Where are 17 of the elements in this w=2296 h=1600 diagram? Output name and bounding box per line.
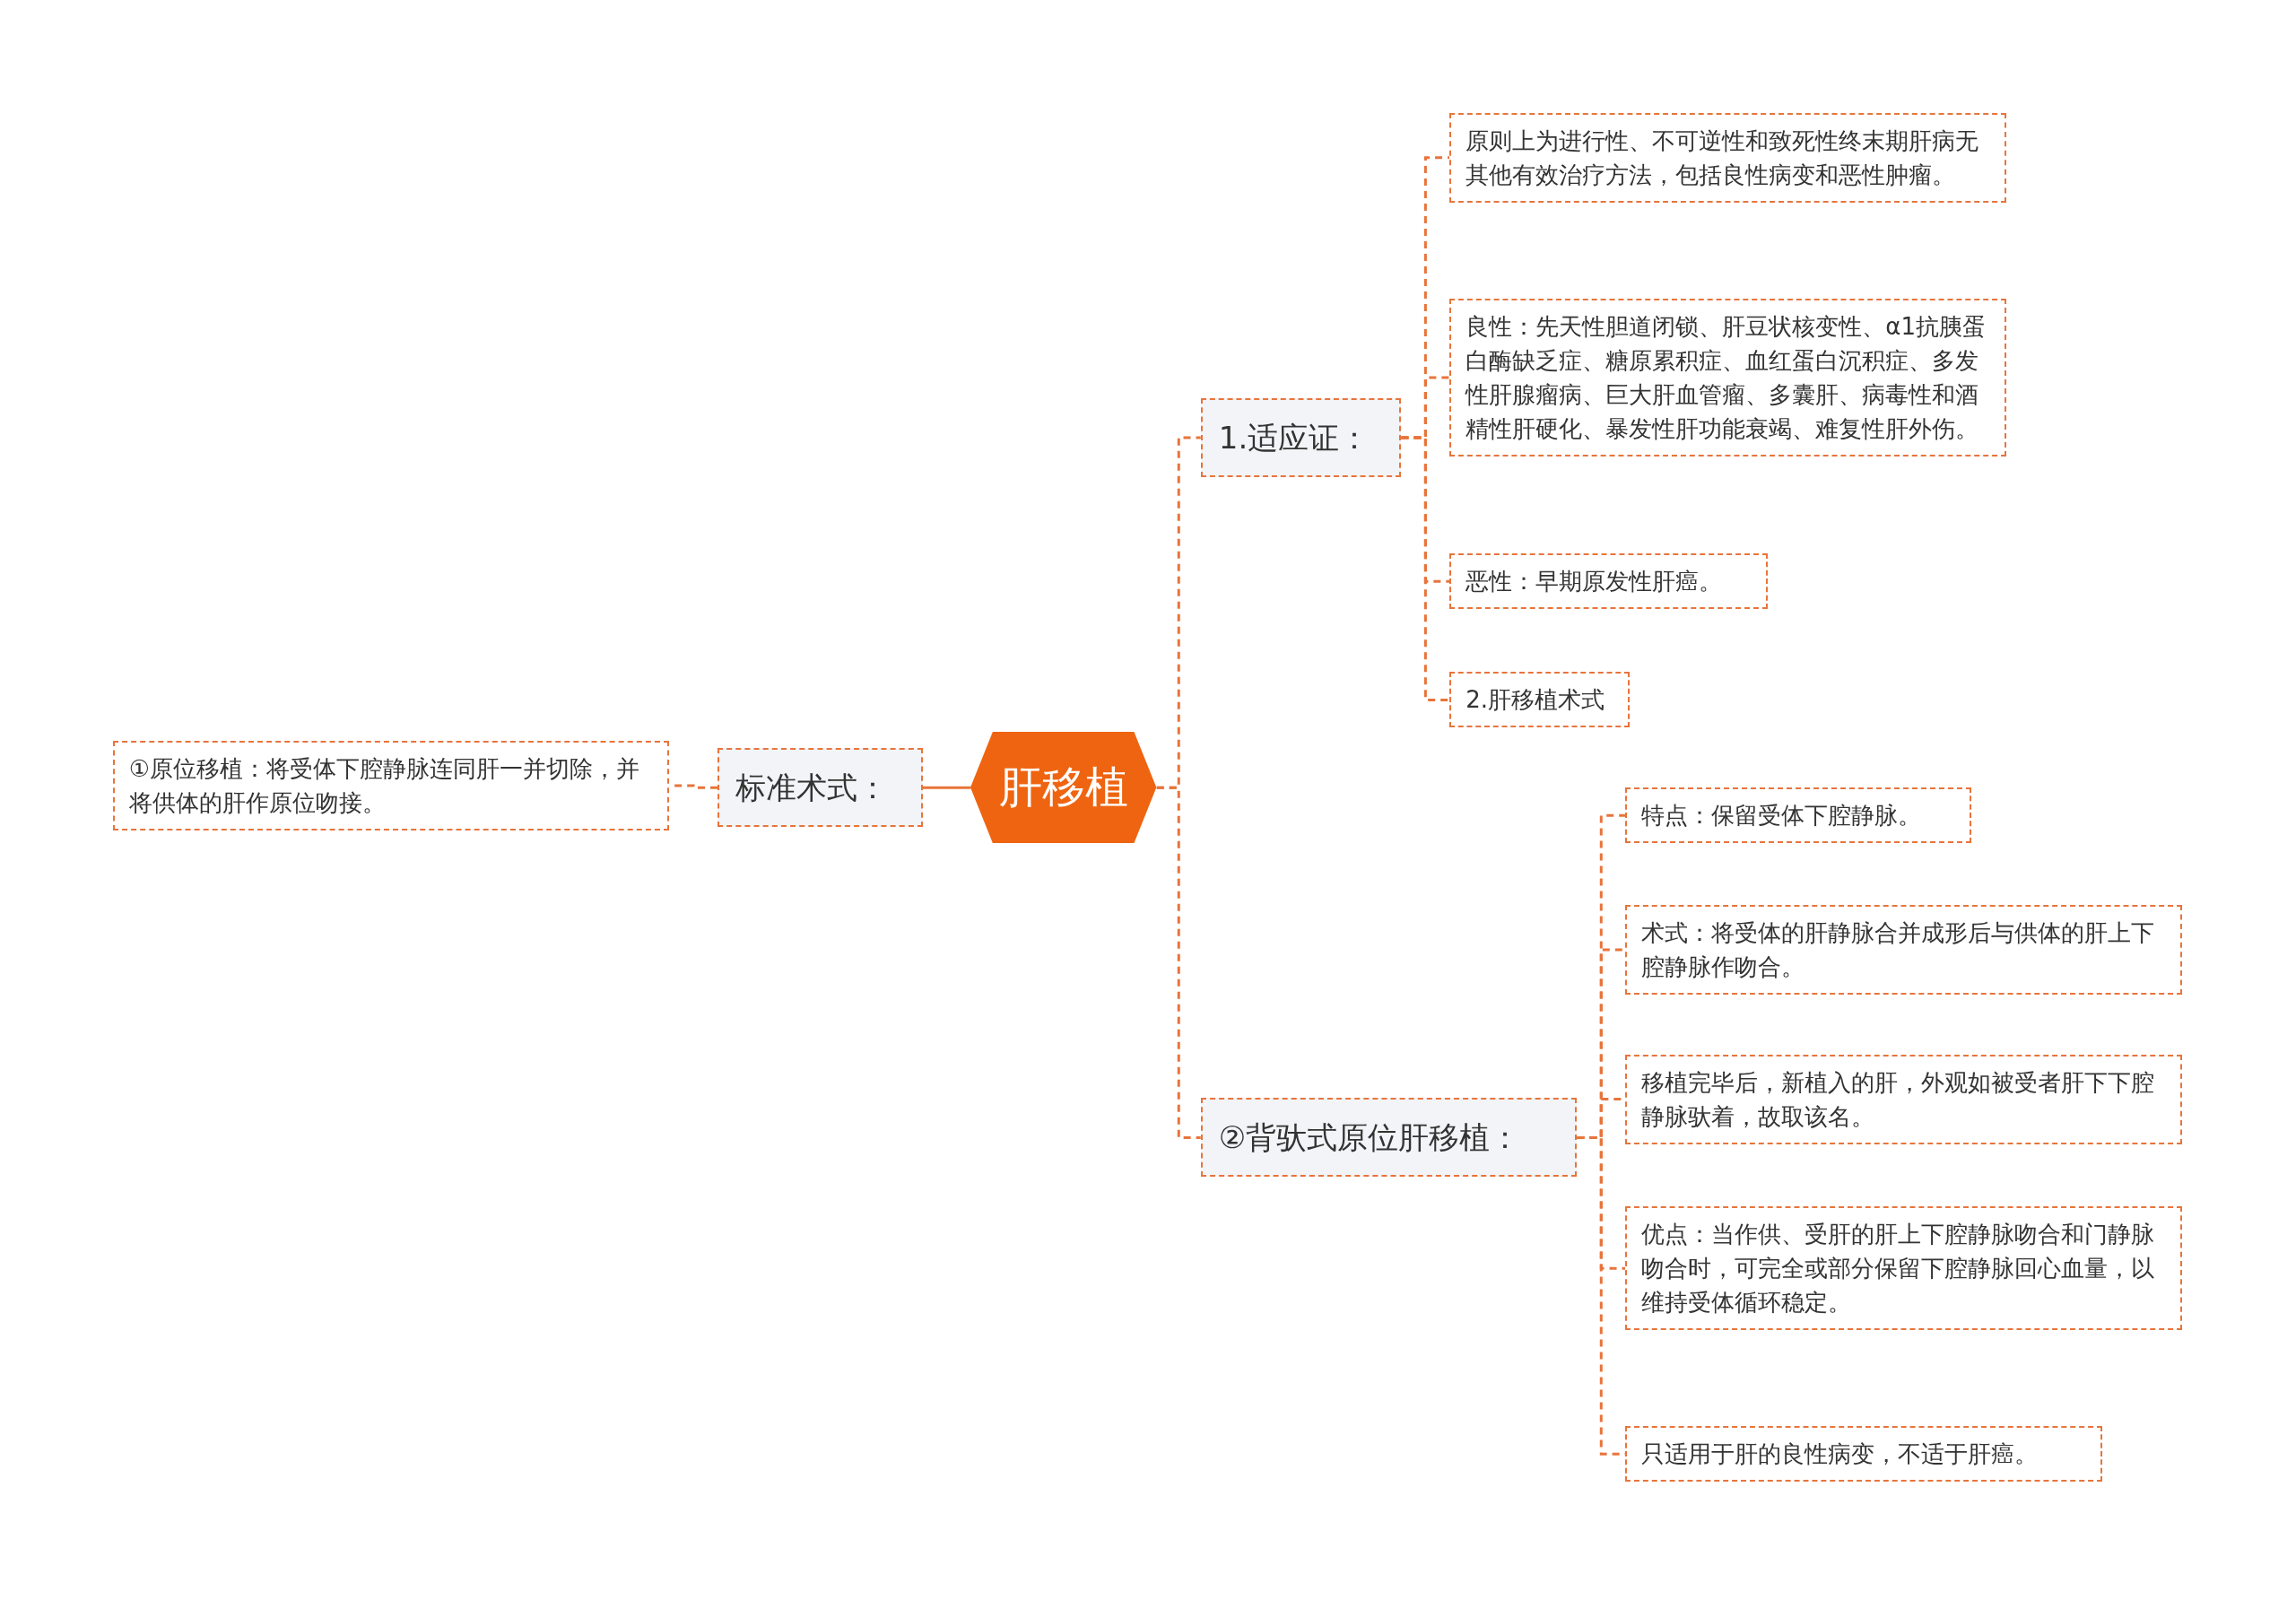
connector-line xyxy=(1156,786,1201,1139)
connector-line xyxy=(922,786,971,789)
text-box: 原则上为进行性、不可逆性和致死性终末期肝病无其他有效治疗方法，包括良性病变和恶性肿瘤。 xyxy=(1449,112,2006,203)
text-box: 2.肝移植术式 xyxy=(1449,672,1631,728)
branch-box: 标准术式： xyxy=(718,748,923,828)
text-box: 只适用于肝的良性病变，不适于肝癌。 xyxy=(1625,1426,2103,1483)
topic-hexagon: 肝移植 xyxy=(970,732,1157,844)
text-box: ①原位移植：将受体下腔静脉连同肝一并切除，并将供体的肝作原位吻接。 xyxy=(112,741,670,831)
text-box: 术式：将受体的肝静脉合并成形后与供体的肝上下腔静脉作吻合。 xyxy=(1625,904,2182,995)
branch-box: ②背驮式原位肝移植： xyxy=(1200,1098,1578,1178)
text-box: 恶性：早期原发性肝癌。 xyxy=(1449,553,1768,610)
branch-box: 1.适应证： xyxy=(1200,398,1402,478)
text-box: 优点：当作供、受肝的肝上下腔静脉吻合和门静脉吻合时，可完全或部分保留下腔静脉回心血量，以维持受体循环稳定。 xyxy=(1625,1206,2182,1331)
text-box: 特点：保留受体下腔静脉。 xyxy=(1625,787,1971,844)
text-box: 移植完毕后，新植入的肝，外观如被受者肝下下腔静脉驮着，故取该名。 xyxy=(1625,1054,2182,1144)
text-box: 良性：先天性胆道闭锁、肝豆状核变性、α1抗胰蛋白酶缺乏症、糖原累积症、血红蛋白沉积症、多发性肝腺瘤病、巨大肝血管瘤、多囊肝、病毒性和酒精性肝硬化、暴发性肝功能衰竭、难复性肝外伤。 xyxy=(1449,299,2006,457)
connector-line xyxy=(1401,436,1450,701)
